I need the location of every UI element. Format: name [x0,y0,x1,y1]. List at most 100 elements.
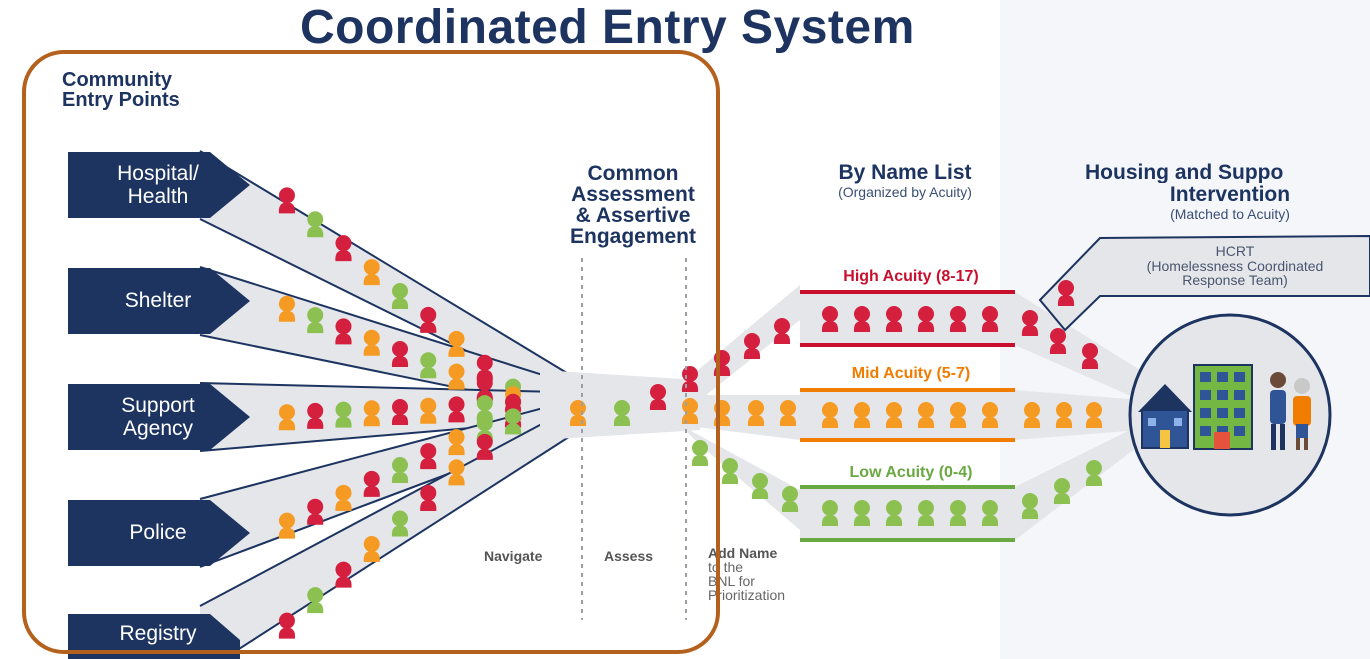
entry-box-2 [68,384,250,450]
person-icon [743,333,761,359]
person-icon [307,498,324,525]
person-icon [363,536,380,563]
converge-low [1015,425,1140,540]
person-icon [335,561,352,588]
house-roof-icon [1138,384,1192,412]
person-icon [853,402,871,428]
person-icon [1053,478,1071,504]
person-icon [821,402,839,428]
entry-box-4 [68,614,240,659]
person-icon [949,306,967,332]
person-icon [448,330,465,357]
page-title: Coordinated Entry System [300,1,915,54]
person-icon [448,363,465,390]
resident-body-icon [1270,390,1286,424]
entry-police: Police [129,521,187,545]
person-icon [391,457,409,483]
housing-subheading: (Matched to Acuity) [1170,206,1290,222]
person-icon [781,486,799,512]
person-icon [1055,402,1073,428]
apartment-window-icon [1200,390,1211,400]
person-icon [853,500,871,526]
lane-support-edge-top [199,382,601,394]
apartment-window-icon [1234,372,1245,382]
person-icon [363,329,380,356]
person-icon [885,306,903,332]
person-icon [821,500,839,526]
person-icon [307,402,324,429]
converge-high [1015,292,1140,400]
person-icon [981,306,999,332]
resident-leg-icon [1271,424,1276,450]
person-icon [420,443,437,470]
resident-leg-icon [1280,424,1285,450]
person-icon [391,399,409,425]
apartment-window-icon [1234,390,1245,400]
person-icon [721,458,739,484]
person-icon [448,429,465,456]
entry-points-heading: Community Entry Points [62,69,180,111]
person-icon [1023,402,1041,428]
person-icon [949,402,967,428]
apartment-window-icon [1217,390,1228,400]
person-icon [363,259,380,286]
person-icon [420,306,437,333]
house-window-icon [1174,418,1182,426]
person-icon [278,404,296,431]
entry-box-3 [68,500,250,566]
person-icon [779,400,797,426]
person-icon [307,587,324,614]
person-icon [420,484,437,511]
entry-box-1 [68,268,250,334]
apartment-window-icon [1217,372,1228,382]
person-icon [691,440,709,466]
lane-registry-edge-top [199,392,601,607]
person-icon [1057,280,1075,306]
resident-leg-icon [1296,438,1300,450]
person-icon [391,341,409,367]
house-window-icon [1148,418,1156,426]
highlight-frame [22,50,720,654]
person-icon [448,459,465,486]
housing-heading-line2: Intervention [1169,183,1291,206]
person-icon [981,500,999,526]
person-icon [885,500,903,526]
person-icon [981,402,999,428]
stage-navigate: Navigate [484,548,543,564]
apartment-window-icon [1200,372,1211,382]
by-name-list-heading: By Name List [838,161,972,184]
person-icon [949,500,967,526]
person-icon [1021,310,1039,336]
apartment-window-icon [1200,426,1211,436]
person-icon [335,235,352,262]
person-icon [363,400,380,427]
hcrt-branch [1038,234,1370,332]
apartment-door-icon [1214,432,1230,449]
converge-mid [1015,390,1140,440]
person-icon [1085,460,1103,486]
person-icon [278,295,296,322]
resident-head-icon [1294,378,1310,394]
person-icon [335,401,352,428]
lane-shelter-edge-top [199,266,601,394]
person-icon [853,306,871,332]
person-icon [613,400,631,426]
by-name-list-subheading: (Organized by Acuity) [838,184,972,200]
person-icon [278,612,296,639]
assessment-heading: Common Assessment & Assertive Engagement [569,162,697,248]
apartment-window-icon [1200,408,1211,418]
person-icon [821,306,839,332]
person-icon [448,396,465,423]
apartment-window-icon [1234,426,1245,436]
person-icon [1021,493,1039,519]
high-acuity-label: High Acuity (8-17) [843,268,979,285]
resident-head-icon [1270,372,1286,388]
resident-body-icon [1293,396,1311,426]
person-icon [751,473,769,499]
person-icon [747,400,765,426]
person-icon [1049,328,1067,354]
house-door-icon [1160,430,1170,448]
mid-acuity-label: Mid Acuity (5-7) [851,365,971,382]
person-icon [476,433,493,460]
